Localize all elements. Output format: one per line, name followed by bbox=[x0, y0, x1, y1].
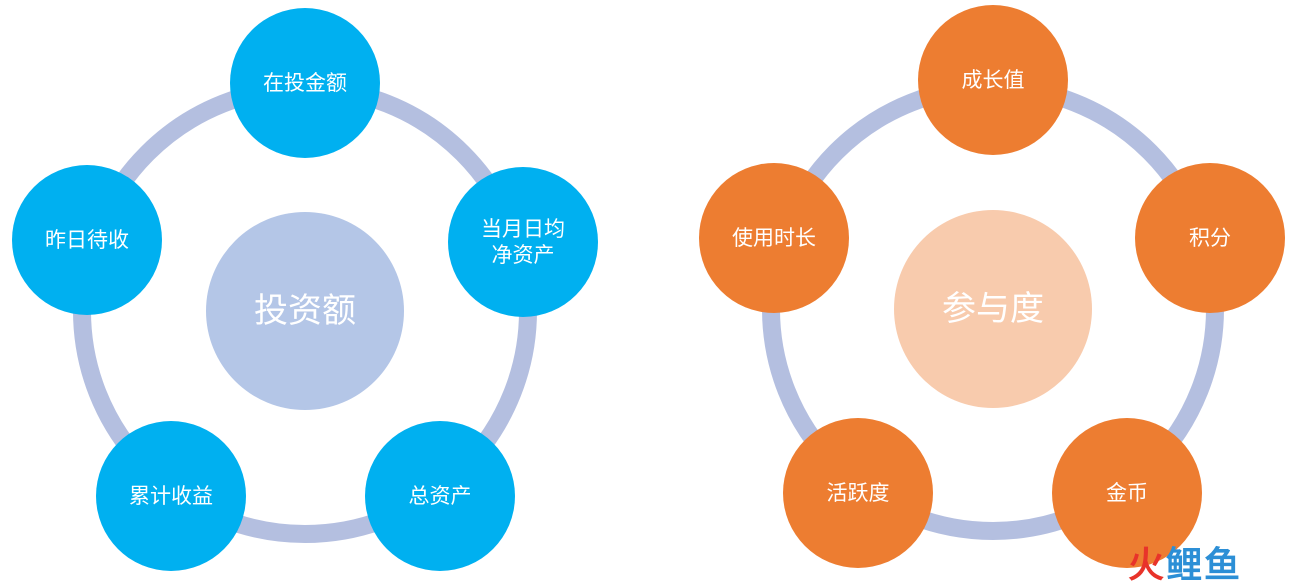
satellite-node: 金币 bbox=[1052, 418, 1202, 568]
satellite-node: 活跃度 bbox=[783, 418, 933, 568]
hub-label: 投资额 bbox=[254, 290, 356, 331]
watermark-logo: 火鲤鱼 bbox=[1128, 536, 1242, 588]
satellite-node: 在投金额 bbox=[230, 8, 380, 158]
engagement-diagram: 参与度 成长值 积分 金币 活跃度 使用时长 bbox=[648, 0, 1297, 584]
satellite-node: 成长值 bbox=[918, 5, 1068, 155]
investment-diagram: 投资额 在投金额 当月日均 净资产 总资产 累计收益 昨日待收 bbox=[0, 0, 649, 584]
hub-node: 参与度 bbox=[894, 210, 1092, 408]
satellite-label: 使用时长 bbox=[732, 225, 816, 250]
hub-label: 参与度 bbox=[942, 288, 1044, 329]
satellite-node: 累计收益 bbox=[96, 421, 246, 571]
satellite-label: 活跃度 bbox=[826, 480, 890, 505]
satellite-node: 积分 bbox=[1135, 163, 1285, 313]
satellite-node: 当月日均 净资产 bbox=[448, 167, 598, 317]
satellite-label: 当月日均 净资产 bbox=[481, 216, 565, 267]
satellite-label: 金币 bbox=[1106, 480, 1148, 505]
satellite-label: 总资产 bbox=[408, 483, 472, 508]
hub-node: 投资额 bbox=[206, 212, 404, 410]
watermark-part1: 火 bbox=[1128, 545, 1167, 586]
satellite-label: 昨日待收 bbox=[45, 227, 129, 252]
watermark-part2: 鲤鱼 bbox=[1166, 545, 1243, 586]
satellite-node: 总资产 bbox=[365, 421, 515, 571]
satellite-node: 使用时长 bbox=[699, 163, 849, 313]
satellite-label: 积分 bbox=[1189, 225, 1231, 250]
satellite-label: 累计收益 bbox=[129, 483, 213, 508]
satellite-label: 成长值 bbox=[961, 67, 1025, 92]
satellite-node: 昨日待收 bbox=[12, 165, 162, 315]
satellite-label: 在投金额 bbox=[263, 70, 347, 95]
